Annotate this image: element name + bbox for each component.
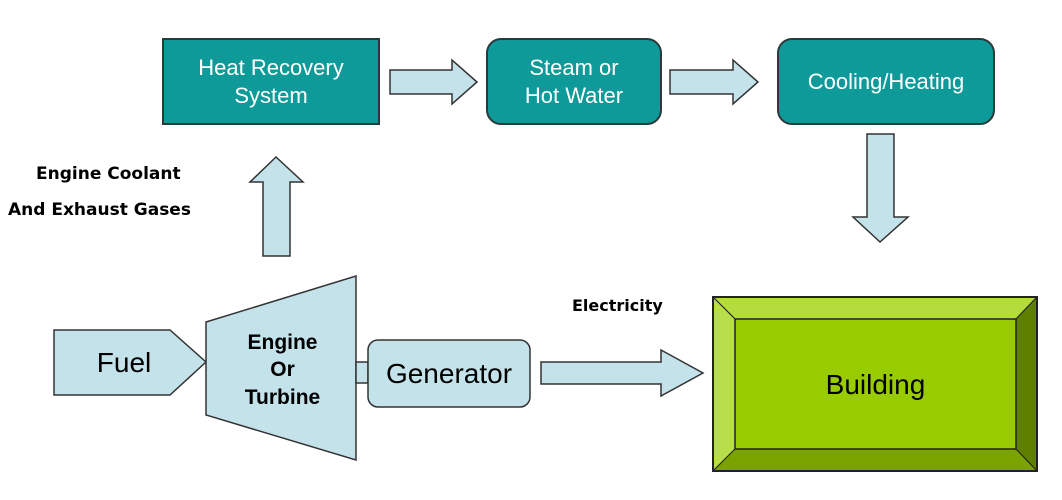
building-label: Building bbox=[825, 368, 926, 400]
coolant-label-line2: And Exhaust Gases bbox=[8, 200, 191, 220]
cooling-heating-label: Cooling/Heating bbox=[807, 68, 965, 94]
building-shape bbox=[711, 295, 1039, 473]
engine-label: Engine Or Turbine bbox=[244, 331, 321, 409]
engine-shape bbox=[205, 274, 357, 462]
coolant-label-line1: Engine Coolant bbox=[36, 164, 181, 184]
electricity-label: Electricity bbox=[572, 296, 663, 315]
generator-box bbox=[367, 339, 531, 408]
arrow-right-steam-to-cooling bbox=[669, 58, 760, 106]
fuel-label: Fuel bbox=[96, 347, 152, 378]
heat-recovery-box bbox=[162, 38, 380, 125]
steam-box bbox=[486, 38, 662, 125]
arrow-right-electricity bbox=[540, 348, 705, 398]
arrow-down-cooling-to-building bbox=[851, 133, 910, 244]
steam-label: Steam or Hot Water bbox=[524, 55, 624, 108]
engine-generator-connector bbox=[355, 361, 369, 384]
cooling-heating-box bbox=[777, 38, 995, 125]
generator-label: Generator bbox=[385, 358, 513, 389]
fuel-shape bbox=[53, 329, 208, 396]
heat-recovery-label: Heat Recovery System bbox=[198, 55, 344, 108]
arrow-up-engine-to-heat-recovery bbox=[248, 155, 305, 257]
arrow-right-heat-to-steam bbox=[389, 58, 479, 106]
